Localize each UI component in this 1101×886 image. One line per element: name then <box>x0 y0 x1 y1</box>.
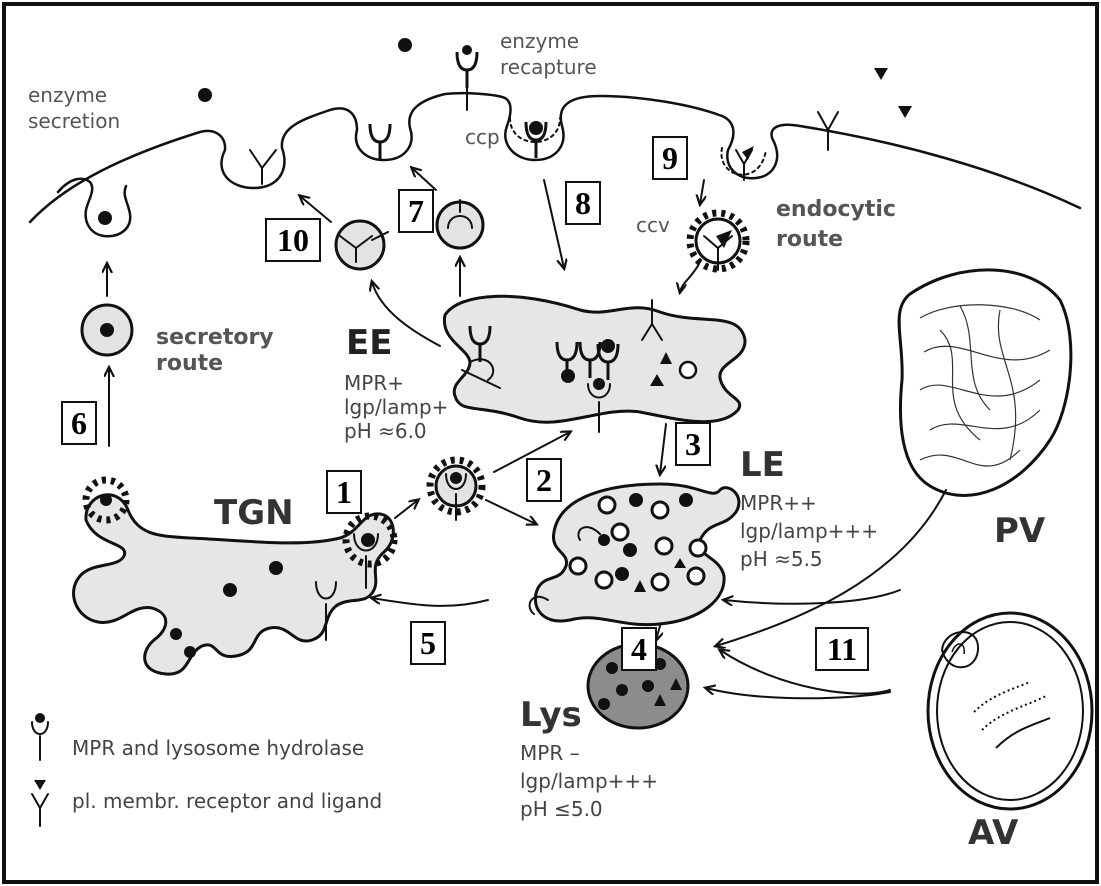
svg-text:11: 11 <box>827 631 857 667</box>
tgn-label: TGN <box>214 493 294 533</box>
step-6-box: 6 <box>62 402 96 444</box>
ee-title: EE <box>346 323 392 363</box>
svg-text:5: 5 <box>420 625 436 661</box>
svg-text:2: 2 <box>536 462 552 498</box>
step-7-box: 7 <box>399 190 433 232</box>
svg-text:7: 7 <box>408 193 424 229</box>
step-10-box: 10 <box>266 219 320 261</box>
svg-text:4: 4 <box>631 631 647 667</box>
av-label: AV <box>968 813 1019 853</box>
step-5-box: 5 <box>411 622 445 664</box>
enzyme-dot <box>98 211 112 225</box>
svg-text:6: 6 <box>71 405 87 441</box>
autophagic-vacuole-av <box>928 613 1092 809</box>
step-2-box: 2 <box>527 459 561 501</box>
step-9-box: 9 <box>653 137 687 179</box>
svg-text:9: 9 <box>662 140 678 176</box>
svg-text:1: 1 <box>336 474 352 510</box>
enzyme-dot-extracellular <box>398 38 412 52</box>
secreted-enzyme-dot <box>198 88 212 102</box>
step-3-box: 3 <box>676 423 710 465</box>
legend-mpr-text: MPR and lysosome hydrolase <box>72 736 364 760</box>
ccv-label: ccv <box>636 213 670 237</box>
step-11-box: 11 <box>816 628 868 670</box>
legend-receptor-text: pl. membr. receptor and ligand <box>72 789 382 813</box>
ccp-label: ccp <box>465 125 500 149</box>
step-8-box: 8 <box>566 182 600 224</box>
le-title: LE <box>740 445 785 485</box>
svg-text:10: 10 <box>277 222 309 258</box>
step-1-box: 1 <box>327 471 361 513</box>
svg-text:8: 8 <box>575 185 591 221</box>
lys-title: Lys <box>520 695 582 735</box>
step-4-box: 4 <box>622 628 656 670</box>
svg-text:3: 3 <box>685 426 701 462</box>
pv-label: PV <box>994 511 1046 551</box>
